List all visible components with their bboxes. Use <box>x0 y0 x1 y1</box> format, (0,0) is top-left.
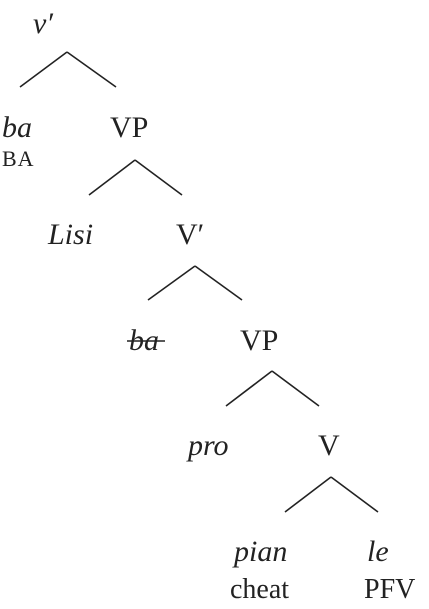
branch-vp2-left <box>225 370 273 407</box>
branch-v-right <box>330 476 379 513</box>
branch-v-left <box>284 476 332 513</box>
node-vp-lower: VP <box>240 324 278 357</box>
gloss-cheat: cheat <box>230 574 289 605</box>
branch-vp1-right <box>134 159 183 196</box>
node-v: V <box>318 429 340 462</box>
branch-vp1-left <box>88 159 136 196</box>
branch-vbar-right <box>194 265 243 301</box>
branch-vbar-left <box>147 265 196 301</box>
node-ba: ba <box>2 111 32 144</box>
branch-root-right <box>66 51 117 88</box>
branch-root-left <box>19 51 68 88</box>
node-le: le <box>367 535 389 568</box>
gloss-pfv: PFV <box>364 574 415 605</box>
branch-vp2-right <box>271 370 320 407</box>
node-v-bar: V′ <box>176 218 204 251</box>
node-vp-upper: VP <box>110 111 148 144</box>
node-lisi: Lisi <box>47 218 93 251</box>
node-root: v′ <box>33 7 53 40</box>
node-pro: pro <box>186 429 229 462</box>
gloss-ba: BA <box>2 146 35 171</box>
node-pian: pian <box>232 535 287 568</box>
tree-branches <box>19 51 379 513</box>
